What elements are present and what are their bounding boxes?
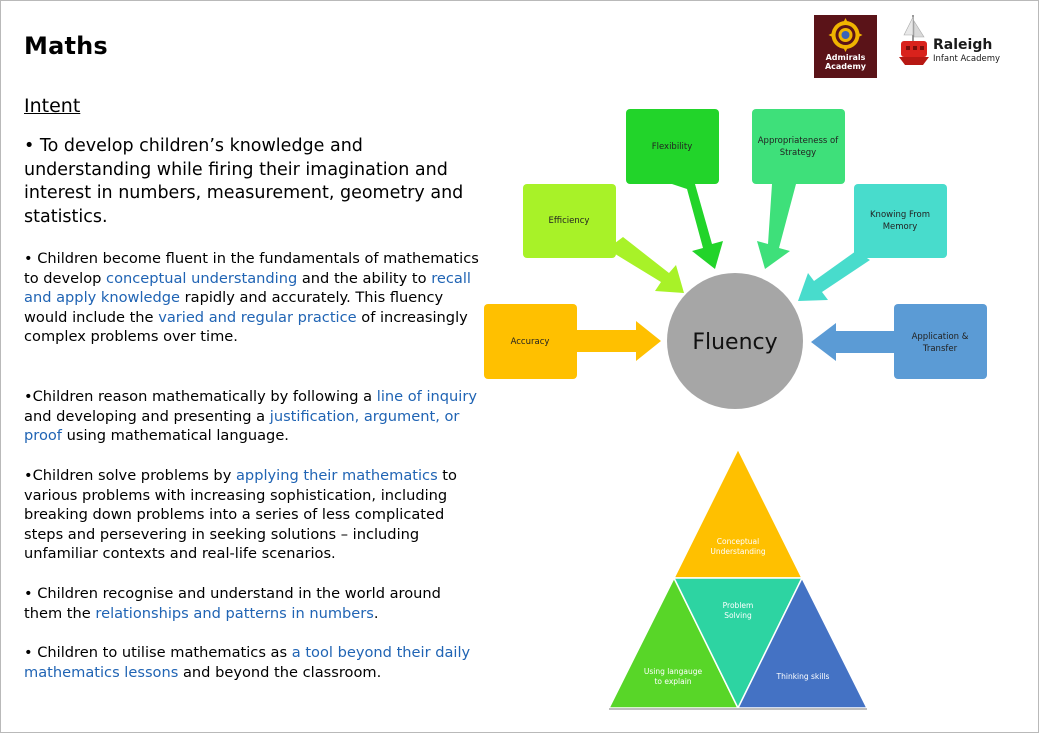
text-segment: and developing and presenting a	[24, 407, 270, 425]
knowing-arrow	[798, 251, 870, 301]
intent-point-5: • Children recognise and understand in t…	[24, 584, 479, 623]
triangle-top	[672, 447, 804, 579]
raleigh-logo-subtitle: Infant Academy	[933, 54, 1000, 64]
intent-point-4: •Children solve problems by applying the…	[24, 466, 479, 564]
text-segment: rapidly and accurately. This fluency wou…	[24, 289, 444, 326]
efficiency-box	[523, 184, 616, 258]
highlight-phrase: line of inquiry	[376, 388, 477, 405]
accuracy-arrow	[577, 321, 661, 361]
triangle-middle-label-line1: Problem	[723, 601, 754, 610]
fluency-arrows	[577, 184, 894, 361]
ship-emblem-icon	[899, 15, 929, 65]
text-segment: • Children recognise and understand in t…	[24, 585, 441, 622]
triangle-top-label-line2: Understanding	[710, 547, 765, 556]
efficiency-arrow	[607, 237, 684, 293]
raleigh-infant-academy-logo: Raleigh Infant Academy	[897, 13, 1022, 73]
triangle-diagram	[607, 447, 869, 710]
flexibility-arrow	[672, 184, 723, 269]
highlight-phrase: applying their mathematics	[235, 467, 438, 484]
text-segment: • Children become fluent in the fundamen…	[24, 250, 479, 287]
compass-emblem-icon	[828, 18, 863, 52]
efficiency-label: Efficiency	[549, 216, 590, 226]
text-segment: .	[373, 604, 379, 622]
text-segment: and beyond the classroom.	[178, 663, 382, 681]
highlight-phrase: a tool beyond their daily mathematics le…	[24, 644, 471, 681]
application-label-line2: Transfer	[922, 344, 958, 354]
intent-point-2: • Children become fluent in the fundamen…	[24, 249, 479, 347]
accuracy-label: Accuracy	[511, 337, 550, 347]
appropriateness-box	[752, 109, 845, 184]
intent-point-1: • To develop children’s knowledge and un…	[24, 136, 464, 227]
flexibility-box	[626, 109, 719, 184]
triangle-right-label: Thinking skills	[776, 672, 830, 681]
highlight-phrase: varied and regular practice	[158, 308, 357, 326]
intent-point-6: • Children to utilise mathematics as a t…	[24, 643, 479, 682]
appropriateness-label-line2: Strategy	[780, 148, 816, 158]
page-title: Maths	[24, 32, 108, 60]
text-segment: to various problems with increasing soph…	[24, 467, 457, 563]
text-segment: • Children to utilise mathematics as	[24, 644, 292, 661]
highlight-phrase: justification, argument, or proof	[24, 407, 460, 445]
text-segment: •Children reason mathematically by follo…	[24, 388, 377, 405]
triangle-right	[736, 576, 869, 709]
intent-heading: Intent	[24, 95, 81, 117]
highlight-phrase: recall and apply knowledge	[24, 269, 471, 307]
accuracy-box	[484, 304, 577, 379]
triangle-middle-label-line2: Solving	[724, 611, 752, 620]
knowing-label-line1: Knowing From	[870, 210, 930, 220]
admirals-logo-line2: Academy	[824, 61, 867, 71]
knowing-box	[854, 184, 947, 258]
triangle-left-label-line2: to explain	[654, 677, 691, 686]
appropriateness-arrow	[757, 184, 796, 269]
triangle-left-label-line1: Using langauge	[644, 667, 703, 676]
raleigh-logo-name: Raleigh	[933, 37, 993, 53]
appropriateness-label-line1: Appropriateness of	[758, 136, 840, 146]
admirals-logo-text: Admirals Academy	[814, 53, 877, 71]
highlight-phrase: conceptual understanding	[106, 269, 298, 287]
application-arrow	[811, 323, 894, 361]
text-segment: •Children solve problems by	[24, 467, 236, 484]
application-box	[894, 304, 987, 379]
application-label-line1: Application &	[912, 332, 969, 342]
intent-point-3: •Children reason mathematically by follo…	[24, 387, 479, 446]
triangle-top-label-line1: Conceptual	[717, 537, 759, 546]
text-segment: using mathematical language.	[61, 427, 289, 445]
fluency-center-label: Fluency	[692, 330, 777, 355]
admirals-academy-logo: Admirals Academy	[814, 15, 877, 78]
fluency-circle	[667, 273, 803, 409]
flexibility-label: Flexibility	[652, 142, 693, 152]
highlight-phrase: relationships and patterns in numbers	[95, 604, 374, 622]
text-segment: and the ability to	[297, 269, 432, 287]
knowing-label-line2: Memory	[883, 222, 918, 232]
text-segment: of increasingly complex problems over ti…	[24, 308, 468, 346]
admirals-logo-line1: Admirals	[825, 53, 866, 62]
